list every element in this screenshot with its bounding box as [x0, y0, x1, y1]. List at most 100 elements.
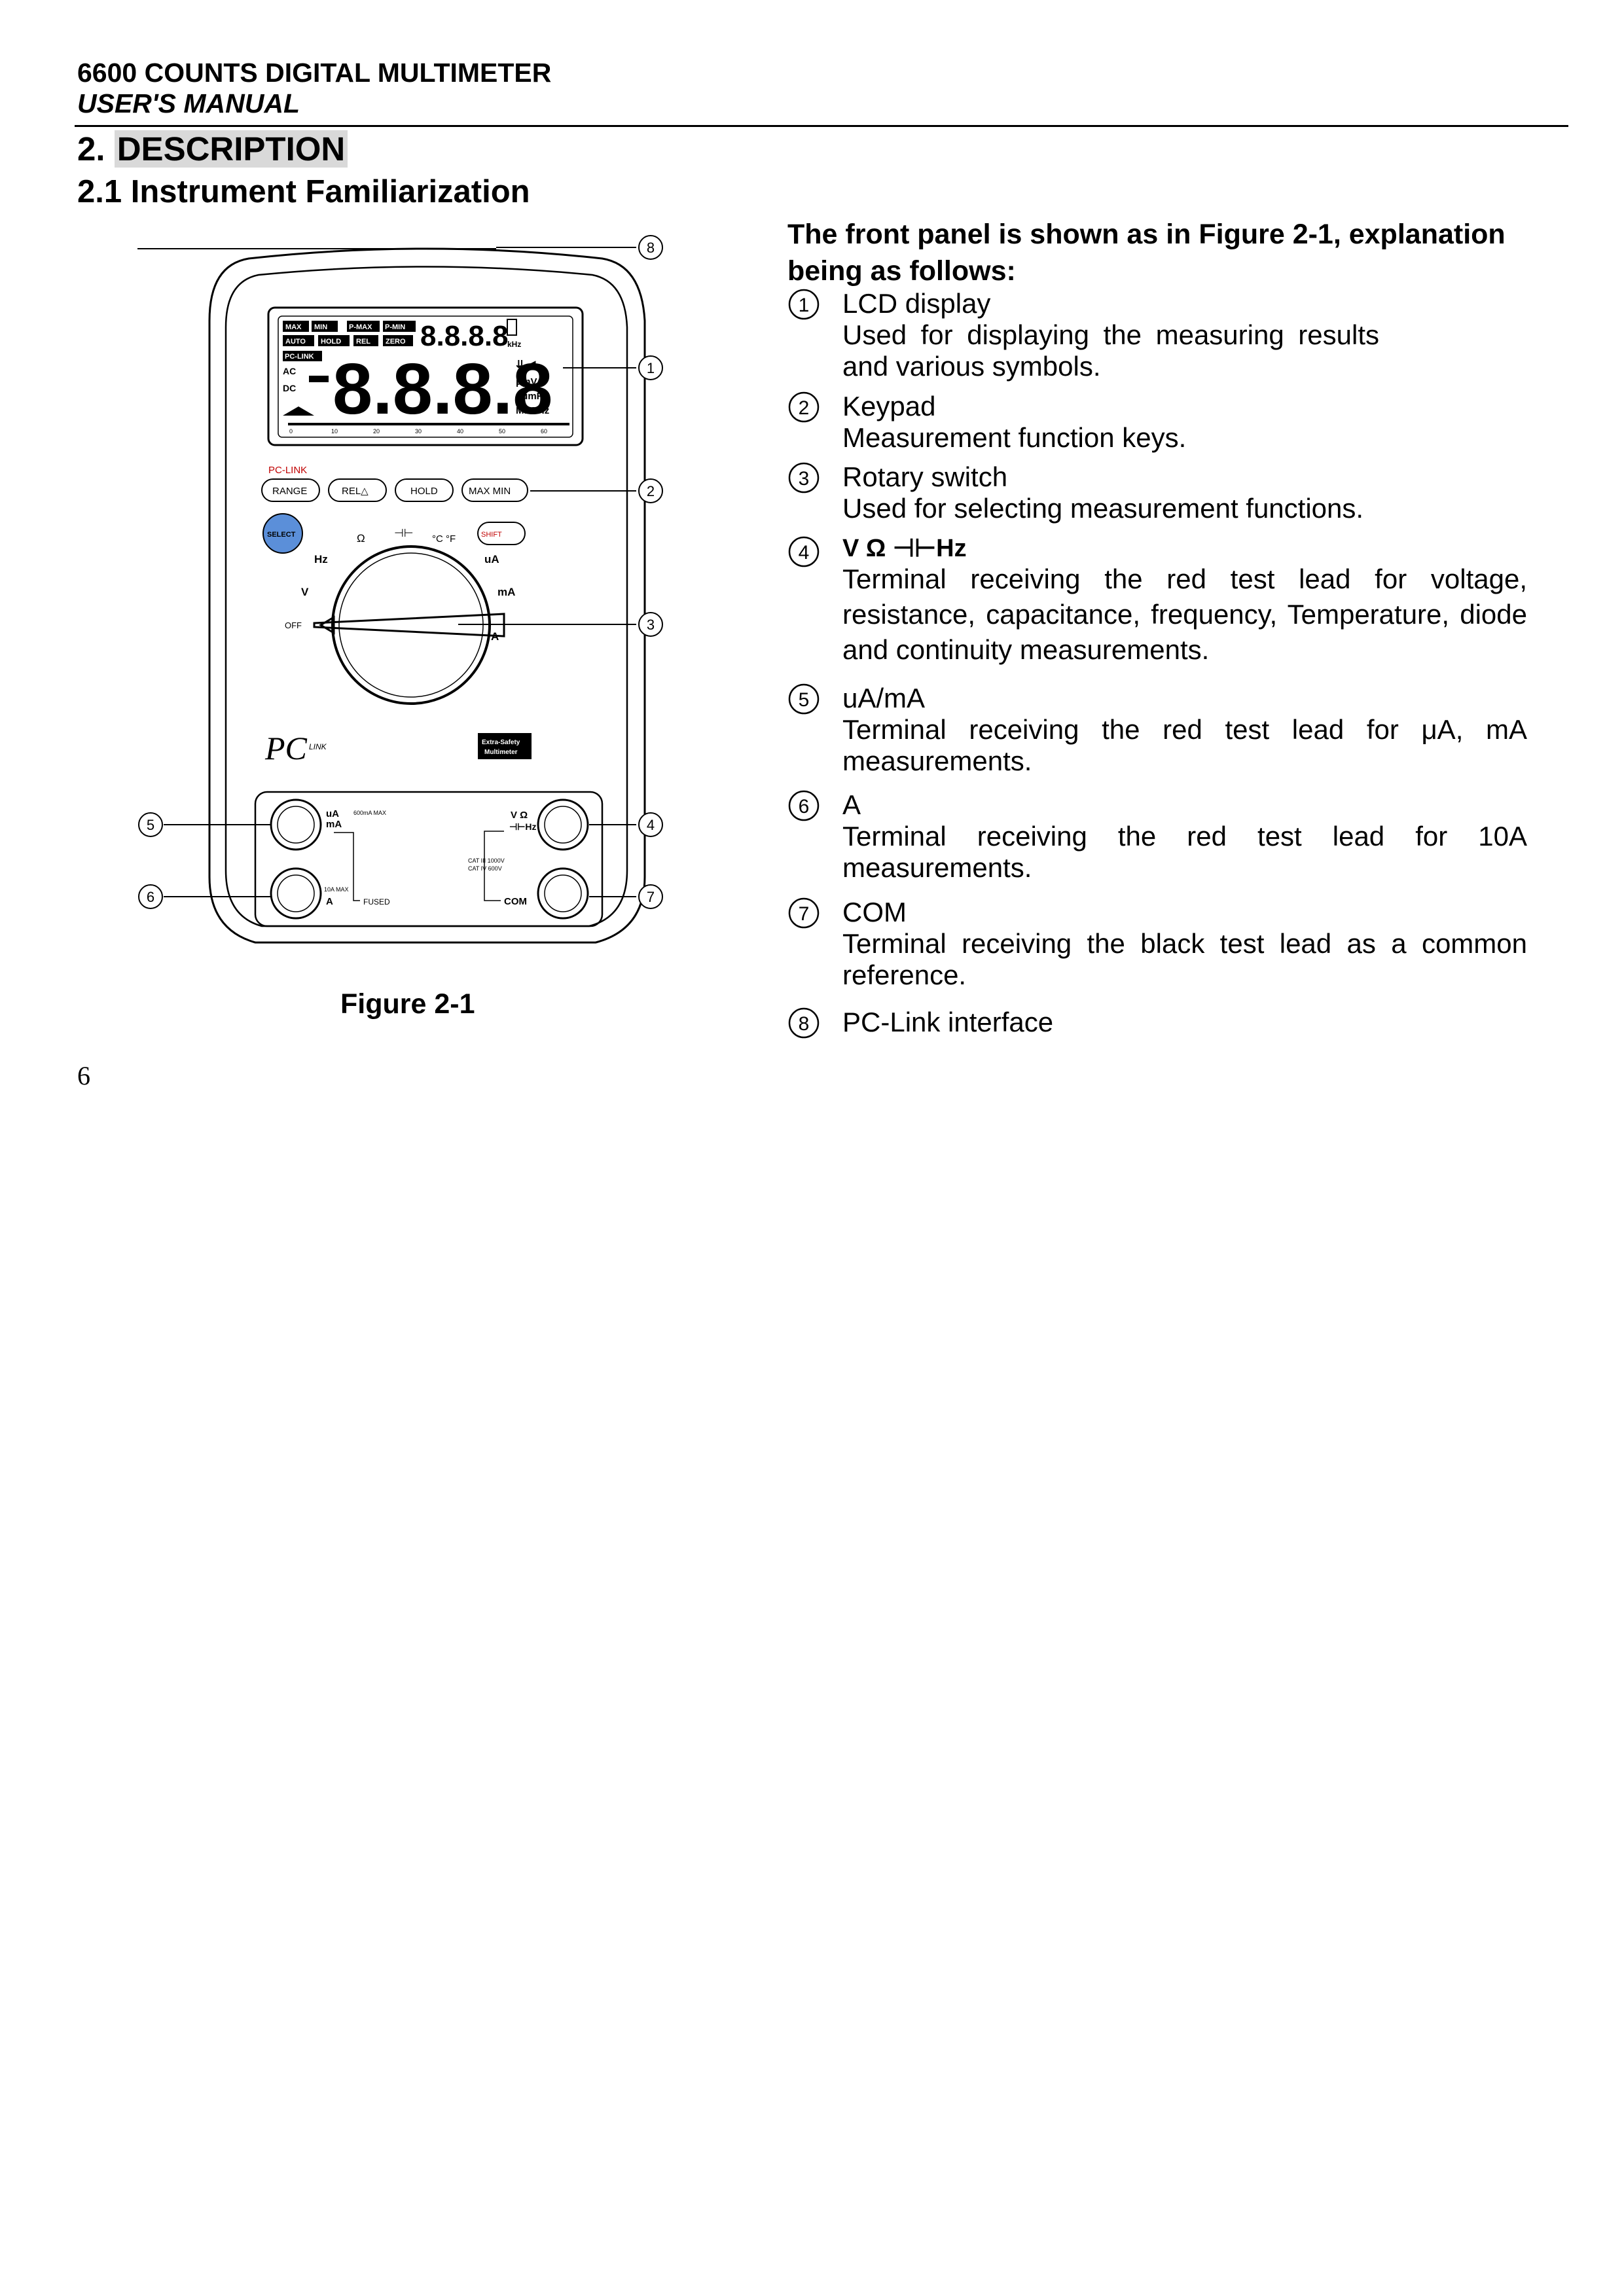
lcd-tags-row1: MAX MIN P-MAX P-MIN	[283, 321, 416, 332]
svg-text:7: 7	[799, 903, 810, 925]
item-title: Rotary switch	[842, 461, 1008, 492]
svg-text:A: A	[326, 896, 333, 907]
shift-key: SHIFT	[481, 531, 502, 539]
lcd-units1: μmVA	[516, 376, 543, 387]
dial-pointer	[313, 613, 505, 637]
brand-sub: LINK	[309, 742, 327, 751]
svg-text:mA: mA	[497, 586, 515, 598]
item-keypad: 2 Keypad Measurement function keys.	[787, 391, 1527, 454]
lcd-tag-auto: AUTO	[285, 338, 306, 346]
lcd-sub-digits: 8.8.8.8	[420, 320, 509, 352]
keypad: RANGE REL△ HOLD MAX MIN SELECT SHIFT	[261, 478, 528, 554]
circled-number-icon: 7	[787, 897, 820, 929]
svg-text:uA: uA	[484, 553, 499, 565]
item-description: Terminal receiving the black test lead a…	[842, 928, 1527, 990]
bargraph-ticks: 0 10 20 30 40 50 60	[289, 428, 547, 435]
item-voltage-terminal: 4 V Ω ⊣⊢Hz Terminal receiving the red te…	[787, 535, 1527, 668]
terminal-vohm	[537, 798, 589, 851]
callout-1: 1	[647, 360, 655, 376]
lcd-tag-min: MIN	[314, 323, 327, 331]
item-title: PC-Link interface	[842, 1007, 1054, 1037]
svg-text:0: 0	[289, 428, 293, 435]
item-title: uA/mA	[842, 683, 926, 713]
svg-text:COM: COM	[504, 896, 527, 907]
svg-text:1: 1	[799, 295, 810, 316]
svg-text:V: V	[301, 586, 309, 598]
subsection-heading: 2.1 Instrument Familiarization	[77, 174, 530, 209]
circled-number-icon: 5	[787, 683, 820, 715]
lcd-dc: DC	[283, 383, 296, 393]
svg-text:8: 8	[799, 1013, 810, 1035]
auto-off-icon	[283, 406, 314, 416]
svg-text:40: 40	[457, 428, 463, 435]
figure-callouts: 8 1 2 3 4 7 5 6	[138, 235, 663, 909]
svg-text:Ω: Ω	[357, 532, 365, 545]
callout-5: 5	[147, 817, 154, 833]
brand-logo: PC	[264, 730, 308, 766]
body-outline	[225, 266, 628, 927]
item-description: Terminal receiving the red test lead for…	[842, 564, 1527, 665]
item-title: Keypad	[842, 391, 936, 422]
item-description: Terminal receiving the red test lead for…	[842, 821, 1527, 883]
svg-text:50: 50	[499, 428, 505, 435]
svg-text:60: 60	[541, 428, 547, 435]
item-uama-terminal: 5 uA/mA Terminal receiving the red test …	[787, 683, 1527, 777]
callout-8: 8	[647, 240, 655, 256]
svg-text:6: 6	[799, 796, 810, 817]
lcd-tag-rel: REL	[356, 338, 370, 346]
item-lcd-display: 1 LCD display Used for displaying the me…	[787, 288, 1527, 382]
terminal-panel	[254, 791, 604, 927]
svg-text:V Ω: V Ω	[511, 810, 528, 821]
lcd-ac: AC	[283, 366, 296, 376]
callout-4: 4	[647, 817, 655, 833]
manual-subtitle: USER'S MANUAL	[77, 88, 300, 118]
figure-caption: Figure 2-1	[340, 988, 475, 1020]
lcd-main-digits: 8.8.8.8	[333, 349, 552, 429]
svg-text:°C °F: °C °F	[432, 533, 456, 545]
circled-number-icon: 1	[787, 288, 820, 321]
svg-text:20: 20	[373, 428, 380, 435]
terminal-com	[537, 867, 589, 920]
hold-key: HOLD	[410, 486, 438, 497]
svg-text:10A MAX: 10A MAX	[324, 886, 349, 893]
item-description: Used for selecting measurement functions…	[842, 493, 1364, 524]
circled-number-icon: 3	[787, 461, 820, 494]
page-number: 6	[77, 1061, 90, 1090]
safety-badge	[478, 733, 532, 759]
lcd-tag-pmax: P-MAX	[349, 323, 372, 331]
svg-text:Hz: Hz	[314, 553, 328, 565]
svg-text:CAT III 1000V: CAT III 1000V	[468, 857, 505, 864]
svg-text:uA: uA	[326, 808, 339, 819]
svg-text:3: 3	[799, 468, 810, 490]
terminal-uama	[270, 798, 322, 851]
lcd-tag-max: MAX	[285, 323, 302, 331]
item-description: Measurement function keys.	[842, 422, 1187, 453]
pclink-label: PC-LINK	[268, 465, 307, 476]
item-description: Used for displaying the measuring result…	[842, 319, 1379, 382]
circled-number-icon: 6	[787, 789, 820, 822]
callout-2: 2	[647, 483, 655, 499]
callout-7: 7	[647, 889, 655, 905]
lcd-tags-row2: AUTO HOLD REL ZERO	[283, 335, 413, 346]
lcd-units3: MkΩHz	[516, 405, 549, 416]
callout-3: 3	[647, 617, 655, 633]
item-description: Terminal receiving the red test lead for…	[842, 714, 1527, 776]
dial-arrow-icon	[319, 615, 335, 635]
svg-text:CAT IV 600V: CAT IV 600V	[468, 865, 502, 872]
circled-number-icon: 8	[787, 1007, 820, 1039]
minus-sign-icon	[309, 376, 329, 382]
svg-text:5: 5	[799, 689, 810, 711]
item-title: COM	[842, 897, 907, 927]
svg-text:OFF: OFF	[285, 620, 302, 630]
header-rule	[75, 125, 1568, 127]
diode-continuity-icon: ⇊ ◀	[516, 359, 536, 370]
lcd-tag-pclink: PC-LINK	[285, 353, 314, 361]
svg-text:⊣⊢: ⊣⊢	[394, 527, 414, 539]
callout-6: 6	[147, 889, 154, 905]
range-key: RANGE	[272, 486, 307, 497]
section-heading: 2. DESCRIPTION	[77, 130, 348, 168]
intro-text: The front panel is shown as in Figure 2-…	[787, 219, 1506, 287]
svg-text:mA: mA	[326, 819, 342, 830]
terminal-a	[270, 867, 322, 920]
item-com-terminal: 7 COM Terminal receiving the black test …	[787, 897, 1527, 991]
